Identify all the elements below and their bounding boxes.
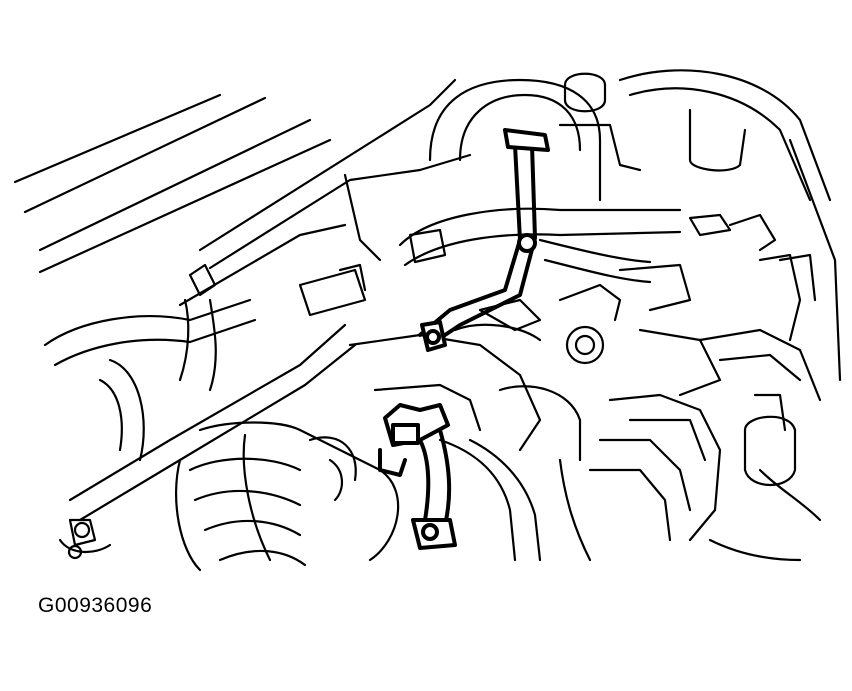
ground-strap-upper xyxy=(418,128,550,352)
air-intake-boot xyxy=(174,421,400,572)
cowl-outline xyxy=(178,78,472,307)
engine-bay-illustration xyxy=(13,69,842,572)
right-fender-lines xyxy=(708,138,842,562)
ground-strap-lower xyxy=(378,403,457,550)
figure-id-label: G00936096 xyxy=(38,594,153,617)
left-wiring xyxy=(43,263,257,392)
right-coils xyxy=(588,253,822,542)
brake-reservoir xyxy=(428,69,832,202)
lower-left-bracket xyxy=(58,358,145,560)
upper-hoses xyxy=(398,207,777,284)
lower-hoses xyxy=(308,436,592,562)
hood-edge-lines xyxy=(13,93,332,274)
